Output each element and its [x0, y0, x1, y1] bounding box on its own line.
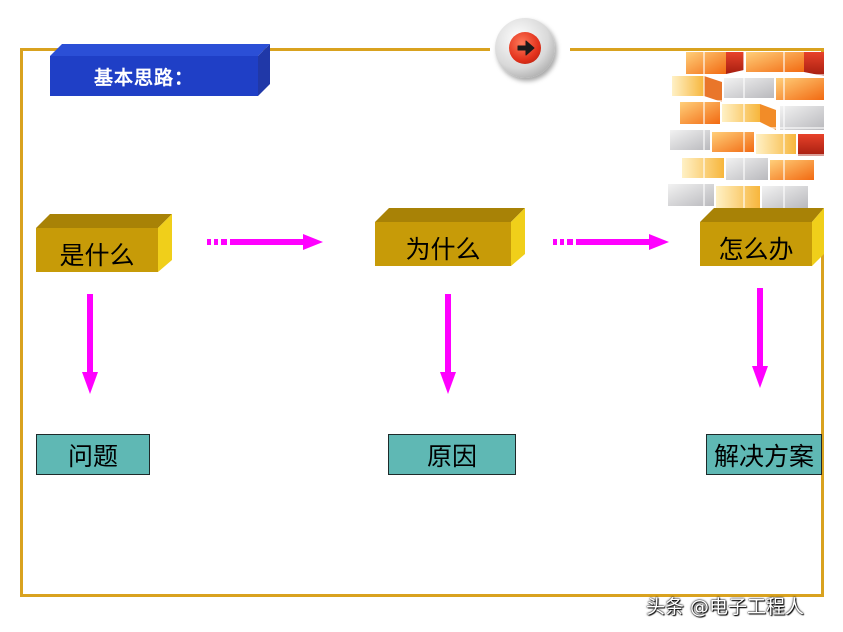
- right-arrow-icon: [517, 40, 535, 56]
- next-slide-button[interactable]: [495, 18, 555, 78]
- arrow-right-2: [553, 234, 669, 250]
- slide-frame: [20, 48, 824, 597]
- question-block-2: [375, 208, 525, 266]
- arrow-down-3: [752, 288, 768, 388]
- slide-title: 基本思路：: [94, 67, 195, 89]
- answer-box-3: 解决方案: [706, 434, 822, 475]
- arrow-right-1: [207, 234, 323, 250]
- arrow-down-2: [440, 294, 456, 394]
- question-label-3: 怎么办: [718, 235, 794, 264]
- title-box: [50, 44, 270, 96]
- watermark: 头条 @电子工程人: [646, 596, 805, 618]
- question-label-1: 是什么: [59, 241, 135, 270]
- question-block-1: [36, 214, 172, 272]
- answer-box-2: 原因: [388, 434, 516, 475]
- answer-box-1: 问题: [36, 434, 150, 475]
- arrow-down-1: [82, 294, 98, 394]
- next-button-core: [509, 32, 541, 64]
- stacked-cubes-graphic: [664, 52, 824, 210]
- question-label-2: 为什么: [405, 235, 481, 264]
- question-block-3: [700, 208, 824, 266]
